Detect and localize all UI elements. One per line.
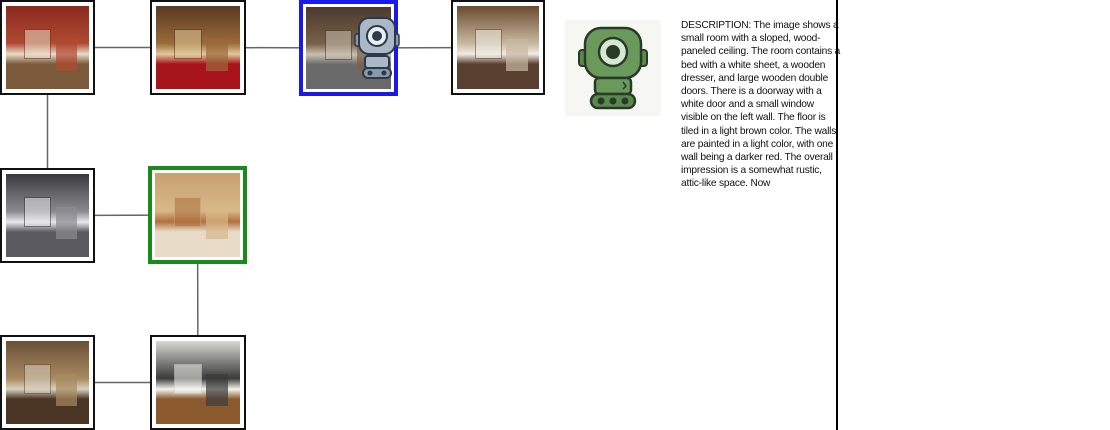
photo-detail	[206, 39, 229, 71]
agent-avatar	[565, 20, 661, 116]
office-room-wood-floor-photo	[156, 341, 240, 424]
photo-detail	[174, 364, 202, 395]
photo-detail	[206, 374, 229, 406]
dining-room-round-table-photo	[6, 341, 89, 424]
graph-node-visited[interactable]	[0, 168, 95, 263]
photo-detail	[55, 39, 78, 71]
graph-node-visited[interactable]	[150, 0, 246, 95]
robot-icon	[578, 26, 648, 110]
robot-icon	[354, 17, 400, 79]
photo-detail	[324, 29, 353, 60]
red-walled-living-room-photo	[6, 6, 89, 89]
photo-detail	[506, 39, 528, 71]
graph-node-target[interactable]	[148, 166, 247, 264]
photo-detail	[174, 29, 202, 60]
hotel-hallway-photo	[156, 6, 240, 89]
photo-detail	[206, 206, 229, 239]
scene-description: DESCRIPTION: The image shows a small roo…	[681, 20, 841, 190]
photo-detail	[24, 197, 52, 228]
photo-detail	[475, 29, 502, 60]
graph-node-visited[interactable]	[0, 335, 95, 430]
kitchen-with-shelves-photo	[457, 6, 539, 89]
photo-detail	[24, 29, 52, 60]
attic-room-wooden-doors-photo	[155, 173, 240, 257]
graph-node-visited[interactable]	[150, 335, 246, 430]
photo-detail	[55, 374, 78, 406]
panel-divider	[836, 0, 838, 430]
photo-detail	[173, 196, 202, 228]
storage-room-clutter-photo	[6, 174, 89, 257]
photo-detail	[55, 207, 78, 239]
graph-node-visited[interactable]	[0, 0, 95, 95]
agent-marker	[349, 12, 405, 82]
photo-detail	[24, 364, 52, 395]
graph-node-visited[interactable]	[451, 0, 545, 95]
